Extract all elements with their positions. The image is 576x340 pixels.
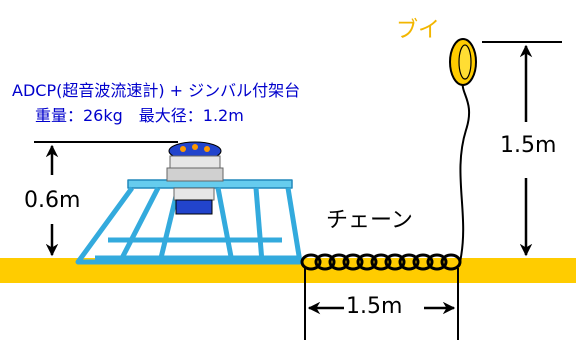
gimbal-frame (75, 179, 303, 265)
chain-length-label: 1.5m (346, 294, 403, 319)
adcp-instrument (166, 141, 224, 215)
buoy-label: ブイ (396, 18, 441, 43)
adcp-spec-label: 重量：26kg 最大径：1.2m (35, 106, 244, 125)
chain (300, 253, 462, 271)
buoy (449, 38, 477, 86)
chain-label: チェーン (326, 208, 413, 233)
buoy-height-label: 1.5m (500, 133, 557, 158)
buoy-tether (459, 79, 471, 263)
adcp-title-label: ADCP(超音波流速計) + ジンバル付架台 (12, 81, 301, 100)
mount-height-label: 0.6m (24, 188, 81, 213)
